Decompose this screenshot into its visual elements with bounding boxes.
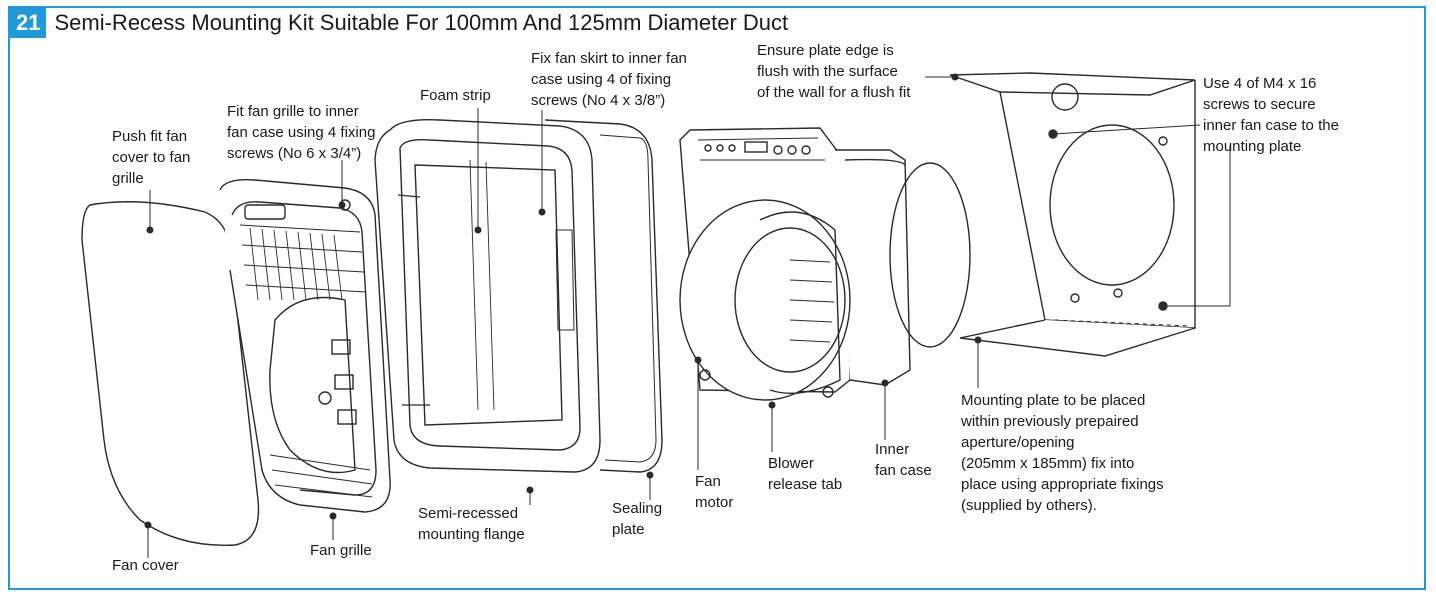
label-line: place using appropriate fixings: [961, 476, 1164, 493]
label-line: screws to secure: [1203, 96, 1316, 113]
label-line: fan case: [875, 462, 932, 479]
label-line: (205mm x 185mm) fix into: [961, 455, 1135, 472]
label-blower-release-tab: Blower release tab: [768, 453, 842, 495]
label-line: release tab: [768, 476, 843, 493]
label-line: screws (No 6 x 3/4”): [227, 145, 362, 162]
label-line: motor: [695, 494, 734, 511]
label-line: Use 4 of M4 x 16: [1203, 75, 1317, 92]
label-fan-cover: Fan cover: [112, 555, 179, 576]
label-line: flush with the surface: [757, 63, 898, 80]
label-line: Blower: [768, 455, 814, 472]
mounting-plate: [949, 72, 1196, 357]
label-line: Fit fan grille to inner: [227, 103, 359, 120]
label-line: cover to fan: [112, 149, 191, 166]
label-line: Sealing: [612, 500, 663, 517]
label-line: Mounting plate to be placed: [961, 392, 1146, 409]
label-line: fan case using 4 fixing: [227, 124, 376, 141]
diagram-frame: [8, 6, 1426, 590]
semi-recessed-mounting-flange: [374, 119, 601, 473]
blower: [679, 199, 851, 401]
label-line: aperture/opening: [961, 434, 1075, 451]
label-line: mounting flange: [418, 526, 525, 543]
label-line: Fix fan skirt to inner fan: [531, 50, 687, 67]
label-m4-screws: Use 4 of M4 x 16 screws to secure inner …: [1203, 73, 1339, 157]
label-inner-fan-case: Inner fan case: [875, 439, 932, 481]
label-fit-fan-grille: Fit fan grille to inner fan case using 4…: [227, 101, 375, 164]
label-line: plate: [612, 521, 645, 538]
label-line: Push fit fan: [112, 128, 188, 145]
label-mounting-plate: Mounting plate to be placed within previ…: [961, 390, 1164, 516]
label-line: Semi-recessed: [418, 505, 519, 522]
label-line: Fan grille: [310, 542, 372, 559]
header: 21 Semi-Recess Mounting Kit Suitable For…: [10, 8, 788, 38]
fan-grille: [219, 179, 391, 513]
sealing-plate: [544, 119, 663, 473]
step-number-badge: 21: [10, 8, 47, 38]
label-fan-motor: Fan motor: [695, 471, 733, 513]
fan-cover: [81, 201, 260, 546]
label-line: Fan cover: [112, 557, 179, 574]
label-line: mounting plate: [1203, 138, 1302, 155]
label-line: case using 4 of fixing: [531, 71, 672, 88]
label-fix-fan-skirt: Fix fan skirt to inner fan case using 4 …: [531, 48, 687, 111]
label-line: Foam strip: [420, 87, 491, 104]
label-fan-grille: Fan grille: [310, 540, 372, 561]
label-line: Inner: [875, 441, 910, 458]
label-line: Ensure plate edge is: [757, 42, 894, 59]
label-line: within previously prepaired: [961, 413, 1139, 430]
label-line: of the wall for a flush fit: [757, 84, 911, 101]
diagram-title: Semi-Recess Mounting Kit Suitable For 10…: [54, 10, 789, 35]
label-semi-recessed-flange: Semi-recessed mounting flange: [418, 503, 525, 545]
label-foam-strip: Foam strip: [420, 85, 491, 106]
label-line: inner fan case to the: [1203, 117, 1339, 134]
label-sealing-plate: Sealing plate: [612, 498, 662, 540]
leader-lines: [144, 73, 1231, 558]
label-line: screws (No 4 x 3/8”): [531, 92, 666, 109]
label-line: Fan: [695, 473, 721, 490]
label-line: grille: [112, 170, 144, 187]
label-push-fit-fan-cover: Push fit fan cover to fan grille: [112, 126, 190, 189]
label-plate-edge-flush: Ensure plate edge is flush with the surf…: [757, 40, 910, 103]
label-line: (supplied by others).: [961, 497, 1097, 514]
